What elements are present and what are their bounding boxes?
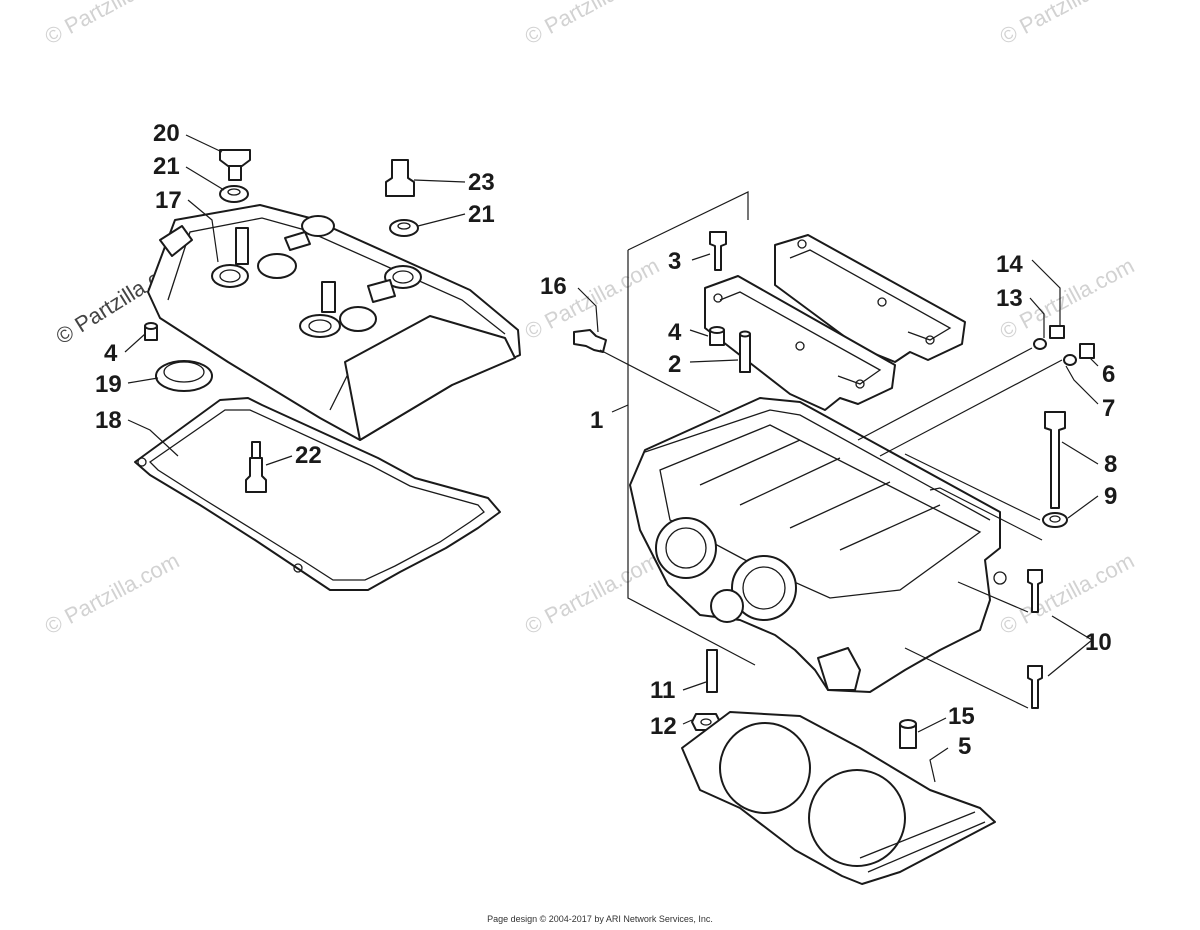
washer-21-left (219, 185, 249, 203)
washer-9 (1042, 512, 1068, 528)
callout-label: 4 (104, 340, 118, 367)
callout-label: 21 (153, 153, 180, 180)
cam-holder-rear (774, 234, 966, 363)
watermark: © Partzilla.com (41, 0, 184, 49)
callout-label: 9 (1104, 483, 1117, 510)
dowel-15 (899, 719, 917, 749)
watermark: © Partzilla.com (521, 0, 664, 49)
dowel-4-left (144, 322, 158, 341)
callout-label: 4 (668, 319, 682, 346)
bolt-10-lower (1027, 665, 1043, 709)
valve-cover-gasket (134, 397, 501, 591)
head-gasket-5 (681, 711, 996, 885)
watermark: © Partzilla.com (996, 548, 1139, 640)
watermark: © Partzilla.com (41, 548, 184, 640)
callout-label: 13 (996, 285, 1023, 312)
dowel-4-right (709, 326, 725, 346)
assembly-bracket-1 (627, 191, 756, 666)
callout-label: 6 (1102, 361, 1115, 388)
bolt-10-upper (1027, 569, 1043, 613)
callout-label: 1 (590, 407, 603, 434)
washer-21-right (389, 219, 419, 237)
plug-14-13 (1033, 325, 1065, 350)
watermark: © Partzilla.com (521, 548, 664, 640)
pin-2 (739, 330, 751, 373)
callout-label: 11 (650, 677, 675, 704)
stud-11 (706, 649, 718, 693)
callout-label: 22 (295, 442, 322, 469)
callout-label: 21 (468, 201, 495, 228)
long-bolt-8 (1044, 411, 1066, 509)
callout-label: 8 (1104, 451, 1117, 478)
bolt-20 (219, 149, 251, 181)
cylinder-head (629, 397, 1007, 693)
callout-label: 19 (95, 371, 122, 398)
spark-plug-22 (245, 441, 267, 493)
callout-label: 16 (540, 273, 567, 300)
callout-label: 17 (155, 187, 182, 214)
collar-23 (385, 159, 415, 197)
callout-label: 7 (1102, 395, 1115, 422)
callout-label: 3 (668, 248, 681, 275)
cover-seal-19 (155, 360, 213, 392)
fitting-16 (573, 329, 607, 353)
plug-6-7 (1063, 343, 1095, 366)
callout-label: 18 (95, 407, 122, 434)
leader-lines (124, 134, 1099, 783)
watermark: © Partzilla.com (996, 0, 1139, 49)
footer-copyright: Page design © 2004-2017 by ARI Network S… (487, 914, 713, 924)
valve-cover (147, 204, 521, 441)
callout-label: 15 (948, 703, 975, 730)
callout-label: 14 (996, 251, 1023, 278)
callout-label: 10 (1085, 629, 1112, 656)
callouts: 20 21 17 4 19 18 22 23 21 16 3 4 2 1 14 … (95, 120, 1117, 760)
callout-label: 2 (668, 351, 681, 378)
bolt-3 (709, 231, 727, 271)
callout-label: 23 (468, 169, 495, 196)
callout-label: 20 (153, 120, 180, 147)
callout-label: 5 (958, 733, 971, 760)
callout-label: 12 (650, 713, 677, 740)
